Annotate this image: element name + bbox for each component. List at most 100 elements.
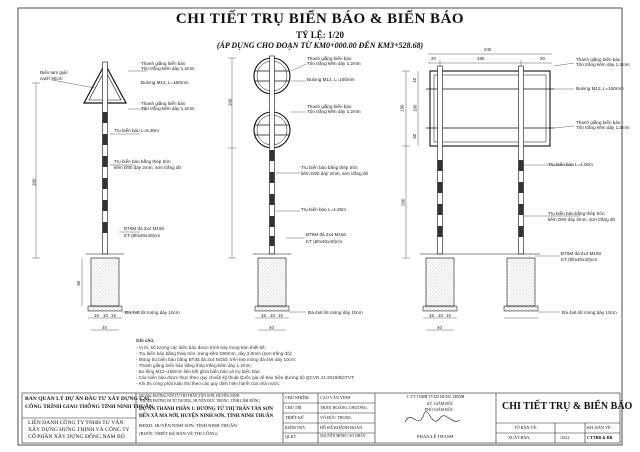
note-5: - Bu lông M12~150mm liên kết giữa biển b… (136, 369, 261, 374)
drawing-scale: TỶ LỆ: 1/20 (295, 30, 344, 40)
anchor-label-2a: BT6M đá 2x4 M150 (306, 232, 347, 237)
note-1: - Vị trí, số lượng các biển báo được trì… (136, 345, 266, 350)
role-3: THIẾT KẾ (285, 415, 304, 420)
name-1: CAO VĂN VINH (320, 395, 351, 400)
brace-top-sub-2: Tôn trắng kẽm dày 1.2mm (307, 61, 361, 66)
pipe-label-1b: kẽm D90 dày 2mm, sơn trắng đỏ (114, 165, 182, 170)
post-stripes-2 (269, 150, 275, 246)
dim-20a: 20 (431, 56, 436, 61)
name-4: HỒ BÁ KHÁNH ĐOAN (320, 425, 363, 430)
sheet-code: CTTBB & BB (587, 435, 613, 440)
dim-150: 150 (399, 104, 405, 112)
brace-top-sub-3: Tôn trắng kẽm dày 1.2mm (576, 62, 630, 67)
pipe-label-3b: kẽm D90 dày 2mm, sơn trắng đỏ (548, 217, 616, 222)
post-stripes-3 (437, 160, 524, 237)
sheet-no-value: KH. BẢN VẼ: (587, 425, 612, 430)
brace-bottom-label-1: Thanh giằng biển báo (141, 101, 186, 106)
role-5: QLKT (285, 434, 297, 439)
name-2: TRẦN HOÀNG CHƯƠNG (320, 405, 367, 410)
dim-50: 50 (412, 133, 418, 139)
project-line-1: DỰ ÁN: ĐƯỜNG NỐI TỪ THỊ TRẤN TÂN SƠN, HU… (139, 394, 240, 398)
anchor-label-3b: KT (80x40x40)cm (561, 257, 598, 262)
note-2: - Trụ biển báo bằng thép tròn, tráng kẽm… (136, 351, 293, 356)
brace-top-sub-1: Tôn trắng kẽm dày 1.2mm (141, 66, 195, 71)
dim-15b-3: 15 (446, 313, 451, 318)
note-3: - Móng trụ biển báo bằng BTđá đá 2x4 M15… (136, 357, 297, 362)
foundation-block-1 (90, 257, 120, 307)
gravel-bed-1 (87, 305, 123, 312)
foundation-block-3b (506, 257, 536, 307)
bolt-label-2: Bulong M12, L=150mm (307, 77, 355, 82)
brace-bottom-sub-1: Tôn trắng kẽm dày 1.2mm (141, 106, 195, 111)
pipe-label-3a: Trụ biển báo bằng thép tròn (548, 211, 605, 216)
post-length-label-3: Trụ biển báo L=4.00m (548, 162, 593, 167)
sheet-no-label: TỜ BẢN VẼ: (514, 425, 538, 430)
sign-note-b: cạnh 90cm (40, 76, 63, 81)
post-length-label-1: Trụ biển báo L=5.30m (114, 128, 159, 133)
brace-bottom-sub-2: Tôn trắng kẽm dày 1.2mm (307, 109, 361, 114)
stamp-line-3: PHÓ GIÁM ĐỐC (425, 408, 454, 412)
pipe-label-2b: kẽm D90 dày 2mm, sơn trắng đỏ (301, 171, 369, 176)
note-7: - Khi thi công phải tuân thủ theo các qu… (136, 381, 281, 386)
role-4: KIỂM TRA (285, 425, 306, 430)
anchor-label-3a: BT6M đá 2x4 M150 (561, 251, 602, 256)
name-5: NGUYỄN MINH CAO NHÂN (320, 434, 366, 438)
dim-10-2: 10 (270, 313, 275, 318)
contractor-line-2: XÂY DỰNG HƯNG THỊNH VÀ CÔNG TY (28, 427, 130, 433)
gravel-label-1: Đá 4x6 lót móng dày 10cm (125, 310, 180, 315)
gravel-bed-3a (422, 305, 458, 312)
title-block: BAN QUẢN LÝ DỰ ÁN ĐẦU TƯ XÂY DỰNG CÁC CÔ… (22, 393, 632, 443)
role-2: CHỦ TRÌ (285, 405, 302, 410)
anchor-label-2b: KT (80x40x40)cm (306, 239, 343, 244)
project-line-6: (BƯỚC THIẾT KẾ BẢN VẼ THI CÔNG) (139, 431, 218, 436)
dim-20b: 20 (540, 56, 545, 61)
gravel-bed-2 (254, 305, 290, 312)
post-assembly-circles (228, 55, 307, 331)
dim-200-1: 200 (31, 178, 37, 186)
title-block-grid (21, 392, 621, 444)
rect-sign-outer (429, 70, 551, 147)
role-1: CHỦ NHIỆM (285, 395, 309, 400)
dim-200-3: 200 (400, 198, 406, 206)
drawing-title: CHI TIẾT TRỤ BIỂN BÁO & BIỂN BÁO (175, 11, 465, 27)
project-line-5: ĐĐXD: HUYỆN NINH SƠN, TỈNH NINH THUẬN (139, 423, 237, 428)
name-3: VÕ ĐỨC TRỌNG (320, 415, 352, 420)
brace-top-label-2: Thanh giằng biển báo (307, 56, 352, 61)
contractor-line-1: LIÊN DANH CÔNG TY TNHH TƯ VẤN (28, 420, 124, 426)
rect-sign-inner (433, 74, 547, 143)
foundation-block-2 (257, 257, 287, 307)
sheet-name: CHI TIẾT TRỤ & BIỂN BÁO (502, 401, 633, 412)
dim-80-1: 80 (76, 280, 82, 286)
issued-value: /2021 (560, 435, 570, 440)
anchor-label-1b: KT (80x40x40)cm (124, 233, 161, 238)
brace-top-label-3: Thanh giằng biển báo (576, 57, 621, 62)
post-stripes-1 (102, 112, 108, 233)
brace-bottom-sub-3: Tôn trắng kẽm dày 1.2mm (576, 125, 630, 130)
pipe-label-2a: Trụ biển báo bằng thép tròn (301, 165, 358, 170)
dim-100: 100 (412, 104, 418, 112)
gravel-bed-3b (503, 305, 539, 312)
dim-15-2: 15 (261, 313, 266, 318)
pipe-label-1a: Trụ biển báo bằng thép tròn (114, 159, 171, 164)
gravel-label-2: Đá 4x6 lót móng dày 10cm (308, 310, 363, 315)
note-4: - Thanh giằng biển báo bằng thép trắng k… (136, 363, 252, 368)
project-line-3: DỰ ÁN THÀNH PHẦN 1: ĐƯỜNG TỪ THỊ TRẤN TÂ… (139, 407, 273, 412)
project-line-4: ĐẾN XÃ MA NỚI, HUYỆN NINH SƠN, TỈNH NINH… (139, 414, 274, 419)
sheet-border (17, 7, 623, 446)
post-assembly-rectangle (402, 53, 580, 331)
owner-line-2: CÔNG TRÌNH GIAO THÔNG TỈNH NINH THUẬN (25, 404, 153, 410)
dim-40-3: 40 (437, 325, 442, 330)
sign-note-a: Biển tam giác (40, 70, 68, 75)
owner-line-1: BAN QUẢN LÝ DỰ ÁN ĐẦU TƯ XÂY DỰNG CÁC (25, 396, 152, 402)
dim-10-3: 10 (438, 313, 443, 318)
drawing-scope: (ÁP DỤNG CHO ĐOẠN TỪ KM0+000.00 ĐẾN KM3+… (216, 41, 424, 50)
note-6: - Các biển báo được thực theo quy chuẩn … (136, 375, 355, 380)
dim-200-2: 200 (227, 98, 233, 106)
post-assembly-triangle (32, 61, 147, 331)
dim-15-1: 15 (94, 313, 99, 318)
brace-bottom-label-2: Thanh giằng biển báo (307, 104, 352, 109)
project-line-2: THUẬN ĐƯỜNG ĐI TỪ DƯƠNG, HUYỆN ĐỨC TRỌNG… (139, 399, 261, 403)
bolt-label-1: Bulong M12, L=150mm (141, 80, 189, 85)
